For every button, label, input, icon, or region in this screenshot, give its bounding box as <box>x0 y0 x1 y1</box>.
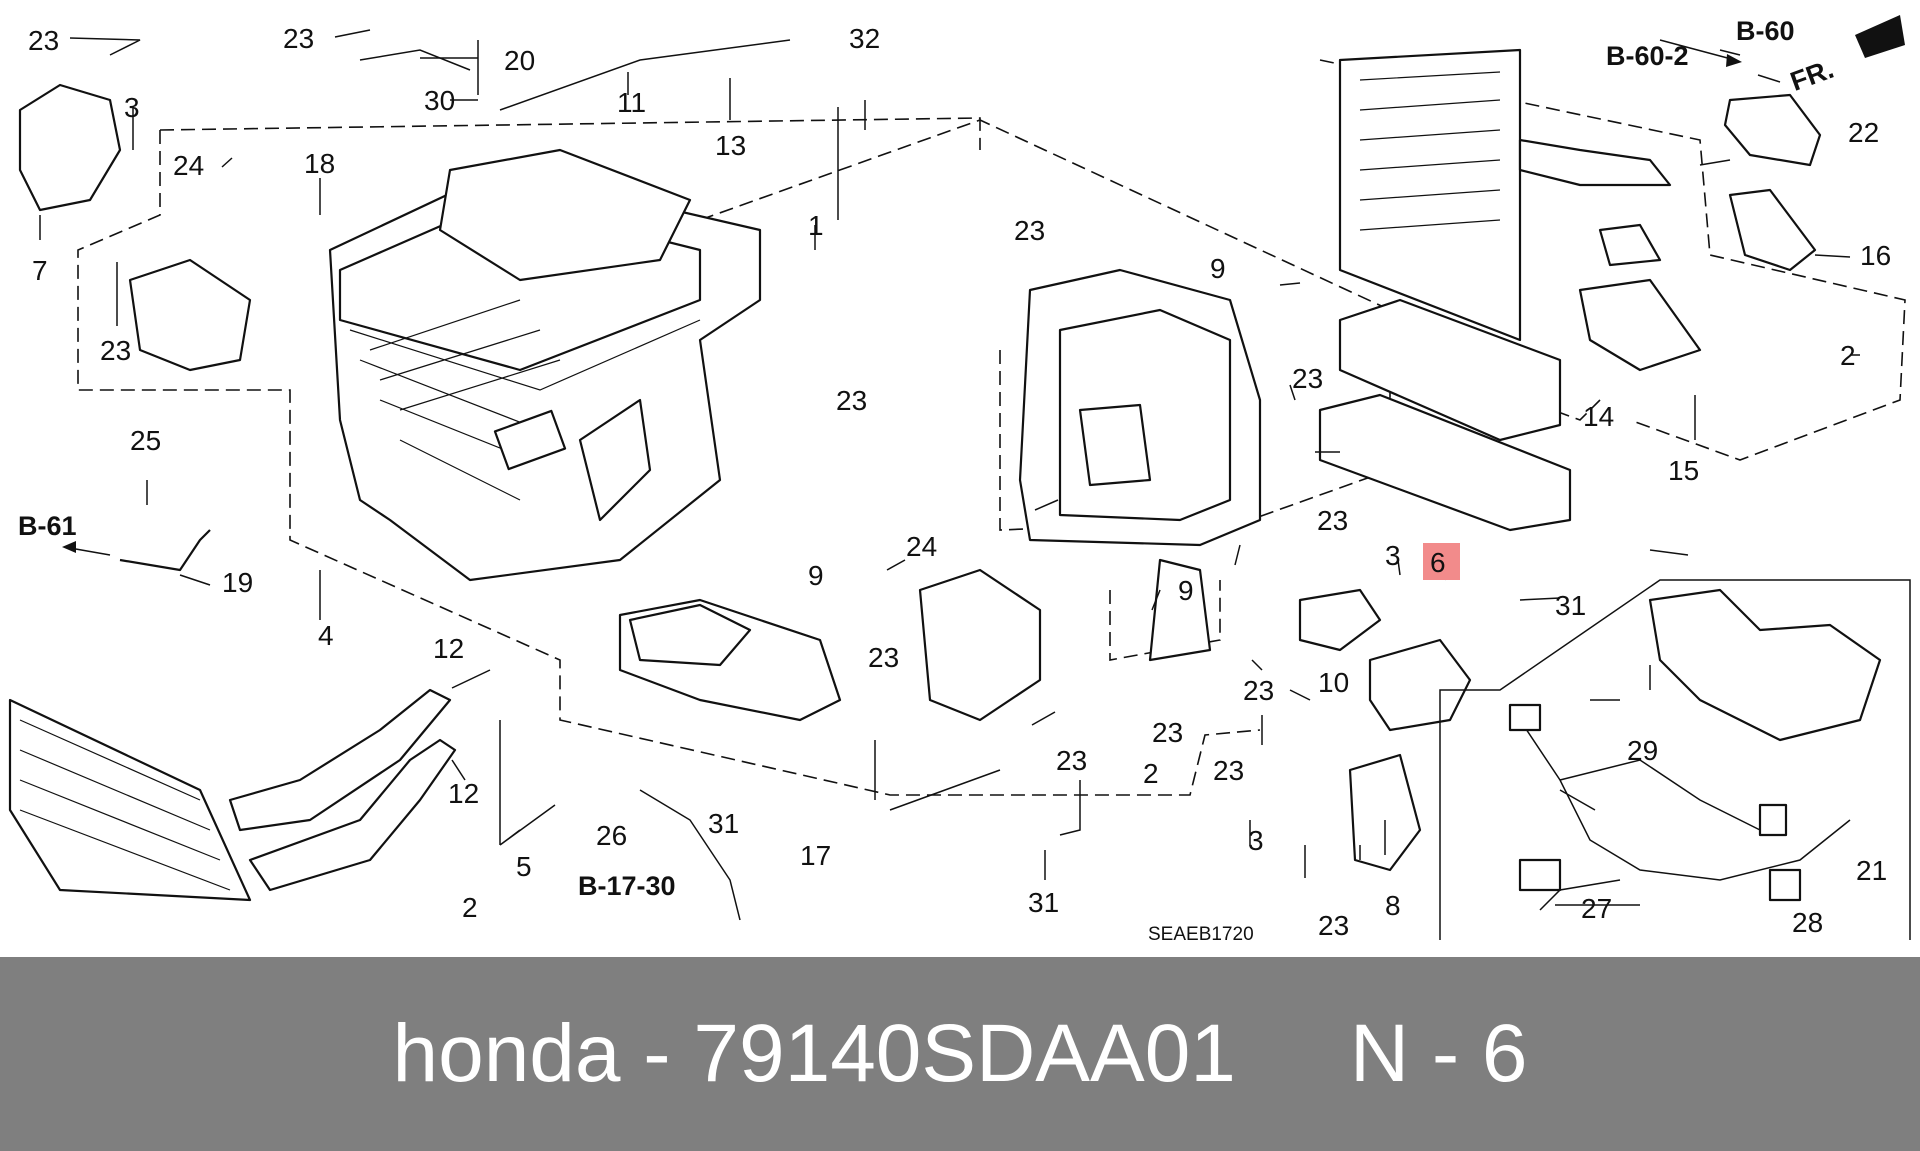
callout-31: 31 <box>1028 887 1059 918</box>
highlight-box <box>1423 543 1460 580</box>
ref-b61: B-61 <box>18 511 77 541</box>
callout-31: 31 <box>708 808 739 839</box>
ref-b60: B-60 <box>1736 16 1795 46</box>
callout-26: 26 <box>596 820 627 851</box>
actuators <box>18 83 1472 872</box>
callout-8: 8 <box>1385 890 1401 921</box>
callout-11: 11 <box>617 87 646 118</box>
callout-23: 23 <box>1056 745 1087 776</box>
callout-23: 23 <box>1152 717 1183 748</box>
callout-9: 9 <box>1210 253 1226 284</box>
callout-23: 23 <box>1317 505 1348 536</box>
reference-arrows <box>62 15 1905 556</box>
callout-3: 3 <box>1248 825 1264 856</box>
callout-1: 1 <box>808 210 824 241</box>
callout-10: 10 <box>1318 667 1349 698</box>
callout-2: 2 <box>462 892 478 923</box>
callout-2: 2 <box>1840 340 1856 371</box>
callout-6: 6 <box>1430 547 1446 578</box>
part-caption: honda - 79140SDAA01 N - 6 <box>392 1008 1528 1099</box>
callout-18: 18 <box>304 148 335 179</box>
cables-and-hoses <box>119 39 1212 921</box>
callout-23: 23 <box>1318 910 1349 941</box>
ref-front: FR. <box>1786 54 1837 97</box>
callout-20: 20 <box>504 45 535 76</box>
callout-30: 30 <box>424 85 455 116</box>
callout-23: 23 <box>1292 363 1323 394</box>
callout-23: 23 <box>836 385 867 416</box>
front-arrow-icon <box>1855 15 1905 58</box>
callout-23: 23 <box>1243 675 1274 706</box>
callout-12: 12 <box>448 778 479 809</box>
callout-13: 13 <box>715 130 746 161</box>
callout-22: 22 <box>1848 117 1879 148</box>
callout-28: 28 <box>1792 907 1823 938</box>
ref-b1730: B-17-30 <box>578 871 676 901</box>
expansion-valve <box>1723 93 1822 272</box>
callout-31: 31 <box>1555 590 1586 621</box>
callout-2: 2 <box>1143 758 1159 789</box>
callout-23: 23 <box>100 335 131 366</box>
callout-25: 25 <box>130 425 161 456</box>
mode-duct <box>618 568 1042 722</box>
callout-23: 23 <box>868 642 899 673</box>
wire-harness-inset <box>1439 579 1911 940</box>
callout-7: 7 <box>32 255 48 286</box>
filter-trays <box>1318 298 1572 532</box>
parts-diagram: B-60-2 B-60 FR. B-61 B-17-30 23 23 20 30… <box>8 15 1911 945</box>
callout-3: 3 <box>124 92 140 123</box>
callout-23: 23 <box>28 25 59 56</box>
callout-9: 9 <box>808 560 824 591</box>
callout-21: 21 <box>1856 855 1887 886</box>
callout-27: 27 <box>1581 893 1612 924</box>
callout-15: 15 <box>1668 455 1699 486</box>
callout-23: 23 <box>283 23 314 54</box>
caption-bar: honda - 79140SDAA01 N - 6 <box>0 957 1920 1151</box>
callout-24: 24 <box>173 150 204 181</box>
callout-16: 16 <box>1860 240 1891 271</box>
evaporator-housing <box>1018 268 1262 547</box>
callout-29: 29 <box>1627 735 1658 766</box>
diagram-code: SEAEB1720 <box>1148 924 1254 945</box>
callout-12: 12 <box>433 633 464 664</box>
heater-unit-exploded-view: B-60-2 B-60 FR. B-61 B-17-30 23 23 20 30… <box>8 15 1911 945</box>
ref-b602: B-60-2 <box>1606 41 1689 71</box>
evaporator-core <box>1338 48 1702 372</box>
callout-23: 23 <box>1213 755 1244 786</box>
callout-14: 14 <box>1583 401 1614 432</box>
callout-3: 3 <box>1385 540 1401 571</box>
callouts: 23 23 20 30 11 32 13 3 24 18 7 23 25 19 … <box>28 23 1891 941</box>
heater-core <box>8 688 457 902</box>
callout-32: 32 <box>849 23 880 54</box>
callout-5: 5 <box>516 851 532 882</box>
callout-19: 19 <box>222 567 253 598</box>
callout-9: 9 <box>1178 575 1194 606</box>
heater-case <box>328 148 762 582</box>
callout-4: 4 <box>318 620 334 651</box>
callout-23: 23 <box>1014 215 1045 246</box>
callout-17: 17 <box>800 840 831 871</box>
callout-24: 24 <box>906 531 937 562</box>
